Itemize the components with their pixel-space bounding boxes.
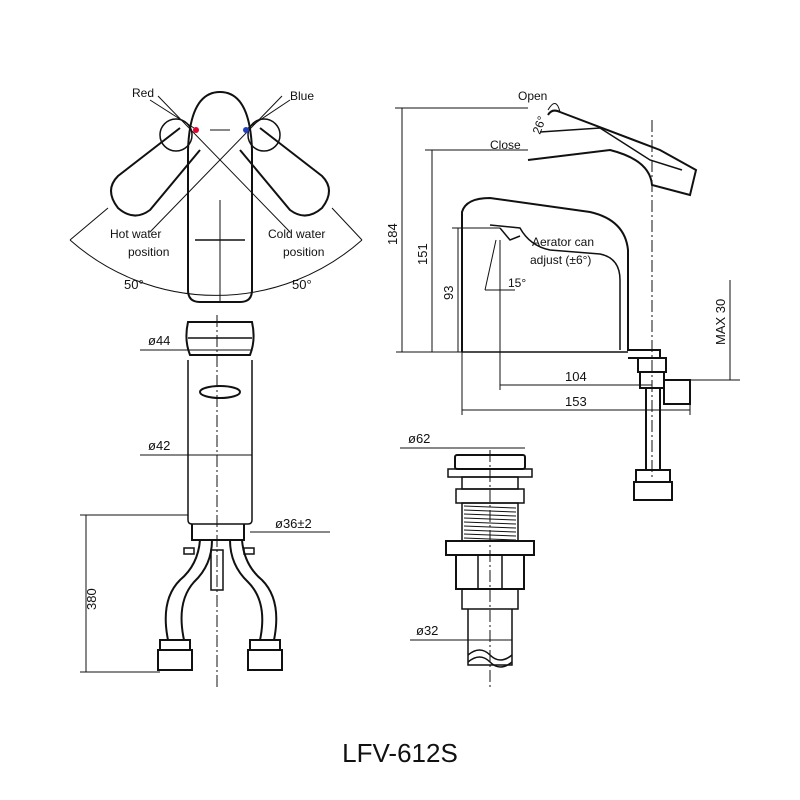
thread-line [463, 525, 517, 529]
thread-line [463, 521, 517, 525]
label-angle-aerator: 15° [508, 276, 526, 290]
label-aerator-1: Aerator can [532, 235, 594, 249]
dim-d36: ø36±2 [275, 516, 312, 531]
dim-d42: ø42 [148, 438, 170, 453]
dim-max30: MAX 30 [713, 299, 728, 345]
dim-w104: 104 [565, 369, 587, 384]
label-blue: Blue [290, 89, 314, 103]
label-angle-left: 50° [124, 277, 144, 292]
label-angle-lever: 26° [530, 114, 549, 136]
dim-w153: 153 [565, 394, 587, 409]
top-view: Red Blue Hot water position Cold water p… [69, 86, 363, 303]
dim-d32: ø32 [416, 623, 438, 638]
dim-h151: 151 [415, 243, 430, 265]
label-hot-2: position [128, 245, 169, 259]
model-title: LFV-612S [342, 738, 458, 768]
front-view: ø44 ø42 ø36±2 380 [80, 315, 330, 690]
thread-line [463, 517, 517, 521]
thread-line [463, 533, 517, 537]
side-view: Open Close 26° Aerator can adjust (±6°) … [385, 89, 740, 501]
blue-indicator [243, 127, 249, 133]
label-open: Open [518, 89, 547, 103]
label-cold-1: Cold water [268, 227, 325, 241]
dim-d44: ø44 [148, 333, 170, 348]
thread-line [463, 529, 517, 533]
label-hot-1: Hot water [110, 227, 161, 241]
label-close: Close [490, 138, 521, 152]
thread-line [463, 513, 517, 517]
dim-d62: ø62 [408, 431, 430, 446]
label-cold-2: position [283, 245, 324, 259]
label-angle-right: 50° [292, 277, 312, 292]
pop-up-waste: ø62 ø32 [400, 431, 535, 690]
red-indicator [193, 127, 199, 133]
dim-h380: 380 [84, 588, 99, 610]
dim-h184: 184 [385, 223, 400, 245]
label-red: Red [132, 86, 154, 100]
thread-line [463, 509, 517, 513]
label-aerator-2: adjust (±6°) [530, 253, 591, 267]
thread-line [463, 537, 517, 541]
thread-lines [463, 505, 517, 541]
dim-h93: 93 [441, 286, 456, 300]
thread-line [463, 505, 517, 509]
